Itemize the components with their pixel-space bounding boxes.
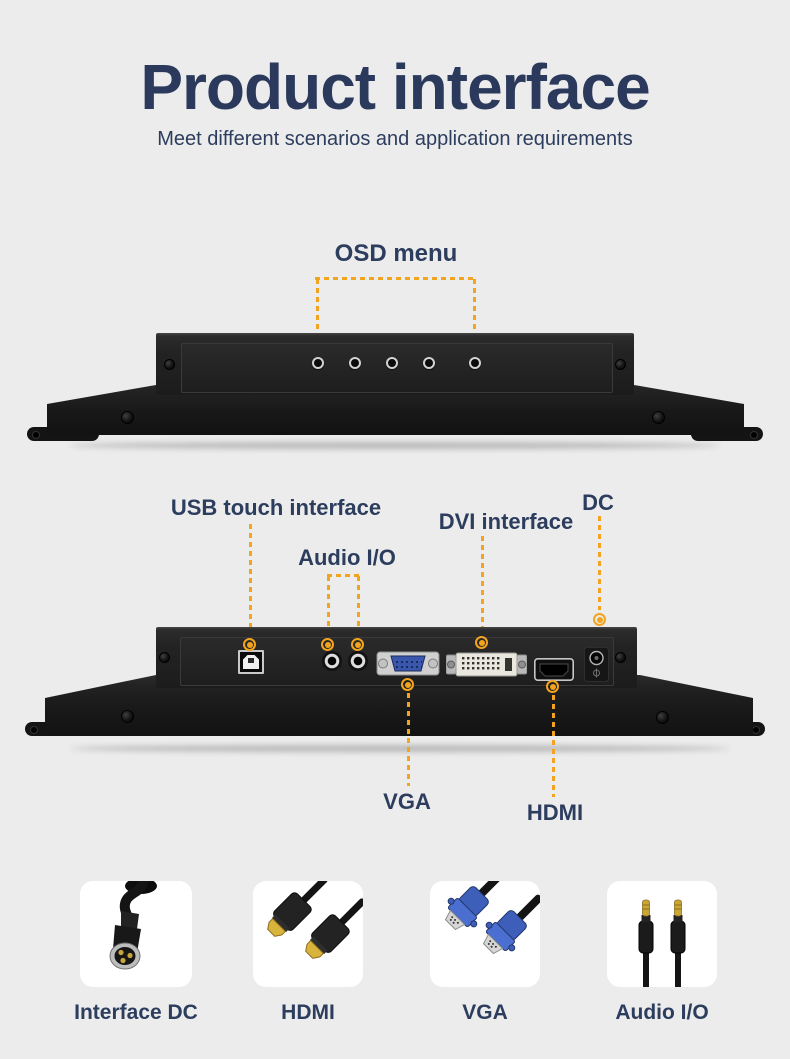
hdmi-label: HDMI — [526, 800, 584, 825]
screw — [652, 411, 665, 424]
usb-touch-label: USB touch interface — [170, 495, 382, 520]
screw — [656, 711, 669, 724]
osd-button — [312, 357, 324, 369]
card-audio — [607, 881, 717, 987]
card-label-interface-dc: Interface DC — [74, 1001, 198, 1024]
vga-label: VGA — [383, 789, 431, 814]
card-hdmi — [253, 881, 363, 987]
usb-b-port-tongue — [248, 658, 254, 663]
callout-line — [326, 574, 361, 577]
callout-dot-hdmi — [546, 680, 559, 693]
screw — [121, 411, 134, 424]
dvi-port — [446, 652, 527, 677]
screw — [121, 710, 134, 723]
hdmi-port — [534, 658, 574, 681]
hdmi-cable-icon — [267, 881, 363, 959]
monitor-shadow — [70, 745, 730, 752]
callout-line — [472, 279, 476, 338]
vga-port — [376, 651, 440, 676]
dc-port — [584, 647, 609, 682]
audio-jack-port — [348, 651, 368, 671]
screw — [615, 652, 626, 663]
vga-cable-icon — [444, 881, 540, 955]
card-label-vga: VGA — [462, 1001, 508, 1024]
osd-button — [423, 357, 435, 369]
dvi-interface-label: DVI interface — [438, 509, 574, 534]
usb-b-port — [238, 650, 264, 674]
callout-dot-usb — [243, 638, 256, 651]
card-label-audio: Audio I/O — [615, 1001, 709, 1024]
dc-connector-icon — [109, 878, 157, 970]
callout-line — [326, 576, 330, 636]
page-title: Product interface — [140, 51, 650, 123]
callout-dot-vga — [401, 678, 414, 691]
osd-panel-recess — [181, 343, 613, 393]
callout-line — [248, 524, 252, 636]
callout-dot-dc — [593, 613, 606, 626]
callout-line — [480, 536, 484, 634]
card-label-hdmi: HDMI — [281, 1001, 335, 1024]
audio-cable-icon — [638, 899, 686, 987]
osd-button — [469, 357, 481, 369]
callout-dot-dvi — [475, 636, 488, 649]
audio-jack-port — [322, 651, 342, 671]
callout-line — [597, 516, 601, 610]
screw — [164, 359, 175, 370]
callout-line — [315, 277, 475, 280]
audio-io-label: Audio I/O — [298, 545, 396, 570]
osd-menu-label: OSD menu — [334, 240, 458, 267]
callout-dot-audio-1 — [321, 638, 334, 651]
callout-line — [406, 693, 410, 786]
callout-dot-audio-2 — [351, 638, 364, 651]
card-interface-dc — [80, 878, 192, 987]
osd-button — [386, 357, 398, 369]
dc-label: DC — [582, 490, 614, 515]
callout-line — [551, 695, 555, 797]
osd-button — [349, 357, 361, 369]
page-subtitle: Meet different scenarios and application… — [157, 128, 633, 150]
card-vga — [430, 881, 540, 987]
screw — [615, 359, 626, 370]
screw — [159, 652, 170, 663]
callout-line — [315, 279, 319, 338]
callout-line — [356, 576, 360, 636]
monitor-shadow — [70, 442, 720, 449]
